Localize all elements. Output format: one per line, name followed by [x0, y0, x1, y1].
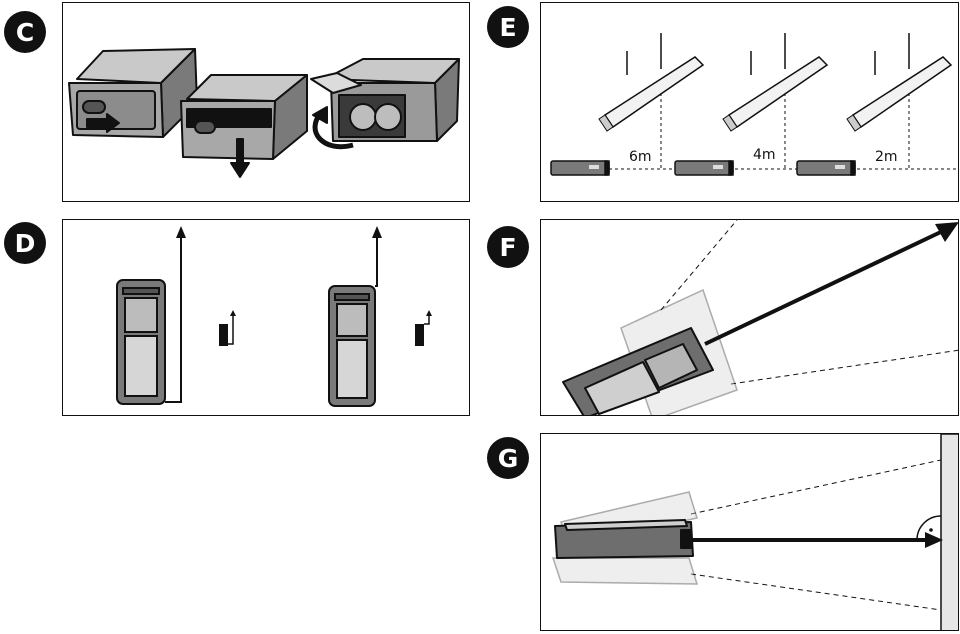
panel-d-reference	[62, 219, 470, 416]
ref-symbol-bottom-icon	[219, 310, 236, 346]
laser-beam-arrow	[704, 228, 946, 346]
device-open-icon	[310, 58, 460, 150]
beam-cone-lower	[730, 349, 958, 385]
device-side-2-icon	[674, 160, 734, 176]
beam-cone-upper	[690, 459, 942, 515]
distance-label-2m: 2m	[875, 149, 898, 165]
reference-arrow-bottom	[165, 234, 182, 403]
device-front-left-icon	[116, 279, 166, 405]
beam-cone-upper	[660, 220, 738, 311]
panel-f-angle	[540, 219, 959, 416]
device-level-icon	[554, 519, 694, 559]
device-sliding-icon	[180, 74, 308, 178]
device-front-right-icon	[328, 285, 376, 407]
perpendicular-illustration	[551, 434, 958, 630]
panel-c-battery	[62, 2, 470, 202]
right-angle-symbol	[916, 515, 942, 541]
device-side-3-icon	[796, 160, 856, 176]
lamp-2-icon	[722, 33, 837, 170]
wall	[940, 434, 958, 630]
panel-e-badge: E	[487, 6, 529, 48]
lamp-1-icon	[598, 33, 713, 170]
lamp-3-icon	[846, 33, 957, 170]
device-closed-icon	[68, 48, 198, 138]
reference-arrow-top	[375, 234, 378, 287]
distance-label-6m: 6m	[629, 149, 652, 165]
battery-illustration	[68, 48, 460, 178]
panel-f-badge: F	[487, 226, 529, 268]
reference-illustration	[116, 226, 432, 407]
panel-e-heights: 6m 4m 2m	[540, 2, 959, 202]
heights-illustration	[550, 33, 957, 176]
beam-cone-lower	[690, 573, 942, 611]
device-tilted-icon	[562, 327, 714, 415]
ref-symbol-top-icon	[415, 310, 432, 346]
device-ghost-down-icon	[551, 557, 699, 585]
angle-illustration	[562, 220, 958, 415]
device-side-1-icon	[550, 160, 610, 176]
distance-label-4m: 4m	[753, 147, 776, 163]
panel-d-badge: D	[4, 222, 46, 264]
panel-g-badge: G	[487, 437, 529, 479]
panel-g-perpendicular	[540, 433, 959, 631]
right-angle-dot	[929, 528, 933, 532]
panel-c-badge: C	[4, 11, 46, 53]
